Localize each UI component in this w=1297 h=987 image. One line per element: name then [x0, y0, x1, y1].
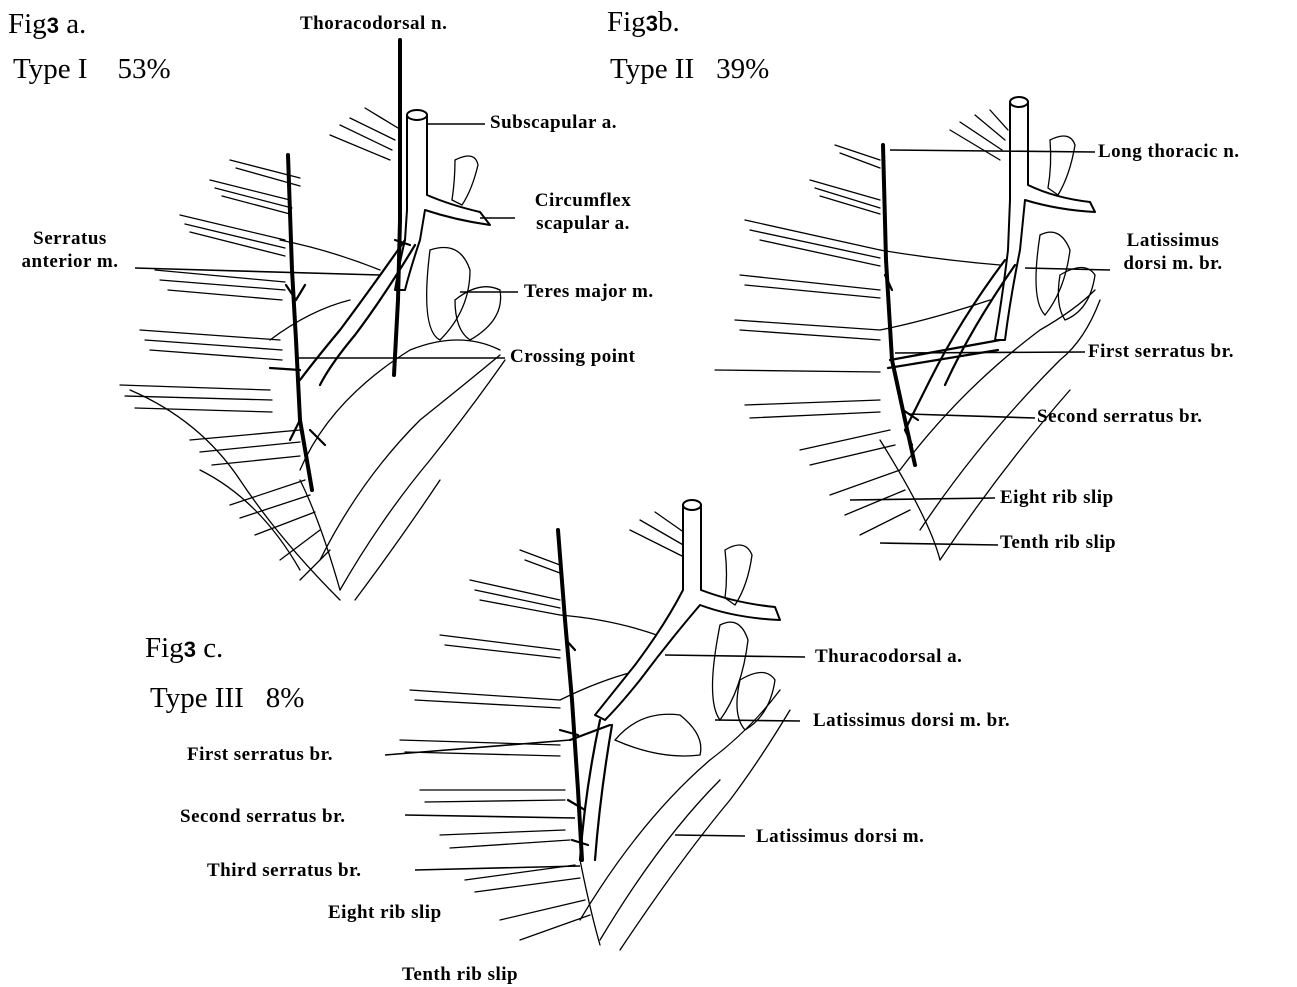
fig-a-title-number: 3: [47, 13, 59, 38]
fig-a-title-suffix: a.: [66, 8, 86, 40]
label-tenth-rib-slip-c: Tenth rib slip: [402, 964, 518, 987]
fig-a-title-prefix: Fig: [8, 8, 47, 40]
label-thoracodorsal-a: Thuracodorsal a.: [815, 646, 962, 669]
fig-c-title-prefix: Fig: [145, 632, 184, 664]
label-third-serratus-br-c: Third serratus br.: [207, 860, 362, 883]
fig-b-title: Fig3b.: [607, 8, 680, 37]
label-long-thoracic-n: Long thoracic n.: [1098, 141, 1240, 164]
label-latissimus-line-2: dorsi m. br.: [1108, 253, 1238, 276]
label-first-serratus-br-c: First serratus br.: [187, 744, 333, 767]
label-circumflex-scapular-a: Circumflex scapular a.: [518, 190, 648, 236]
fig-b-percent: 39%: [716, 53, 769, 85]
fig-c-type: Type III 8%: [150, 684, 304, 713]
label-latissimus-dorsi-m-br-c: Latissimus dorsi m. br.: [813, 710, 1010, 733]
label-subscapular-a: Subscapular a.: [490, 112, 617, 135]
label-crossing-point: Crossing point: [510, 346, 635, 369]
label-thoracodorsal-n: Thoracodorsal n.: [300, 13, 447, 36]
fig-c-drawing: [400, 500, 790, 950]
fig-b-title-suffix: b.: [658, 6, 680, 38]
fig-b-type: Type II 39%: [610, 55, 769, 84]
label-teres-major-m: Teres major m.: [524, 281, 654, 304]
fig-b-type-label: Type II: [610, 53, 694, 85]
fig-c-title-suffix: c.: [203, 632, 223, 664]
label-circumflex-line-2: scapular a.: [518, 213, 648, 236]
label-latissimus-line-1: Latissimus: [1108, 230, 1238, 253]
label-second-serratus-br-c: Second serratus br.: [180, 806, 346, 829]
fig-a-percent: 53%: [117, 53, 170, 85]
fig-c-type-label: Type III: [150, 682, 244, 714]
label-eight-rib-slip-c: Eight rib slip: [328, 902, 442, 925]
label-first-serratus-br-b: First serratus br.: [1088, 341, 1234, 364]
fig-b-title-prefix: Fig: [607, 6, 646, 38]
fig-a-type: Type I 53%: [13, 55, 171, 84]
label-circumflex-line-1: Circumflex: [518, 190, 648, 213]
fig-c-title-number: 3: [184, 637, 196, 662]
fig-a-serratus-hatching: [120, 108, 398, 580]
label-serratus-anterior-m: Serratus anterior m.: [5, 228, 135, 274]
label-latissimus-dorsi-m-br-b: Latissimus dorsi m. br.: [1108, 230, 1238, 276]
label-serratus-line-1: Serratus: [5, 228, 135, 251]
fig-a-type-label: Type I: [13, 53, 87, 85]
fig-b-title-number: 3: [646, 11, 658, 36]
fig-c-percent: 8%: [266, 682, 305, 714]
label-latissimus-dorsi-m: Latissimus dorsi m.: [756, 826, 924, 849]
label-tenth-rib-slip-b: Tenth rib slip: [1000, 532, 1116, 555]
label-eight-rib-slip-b: Eight rib slip: [1000, 487, 1114, 510]
fig-a-title: Fig3 a.: [8, 10, 86, 39]
fig-c-title: Fig3 c.: [145, 634, 223, 663]
label-serratus-line-2: anterior m.: [5, 251, 135, 274]
label-second-serratus-br-b: Second serratus br.: [1037, 406, 1203, 429]
